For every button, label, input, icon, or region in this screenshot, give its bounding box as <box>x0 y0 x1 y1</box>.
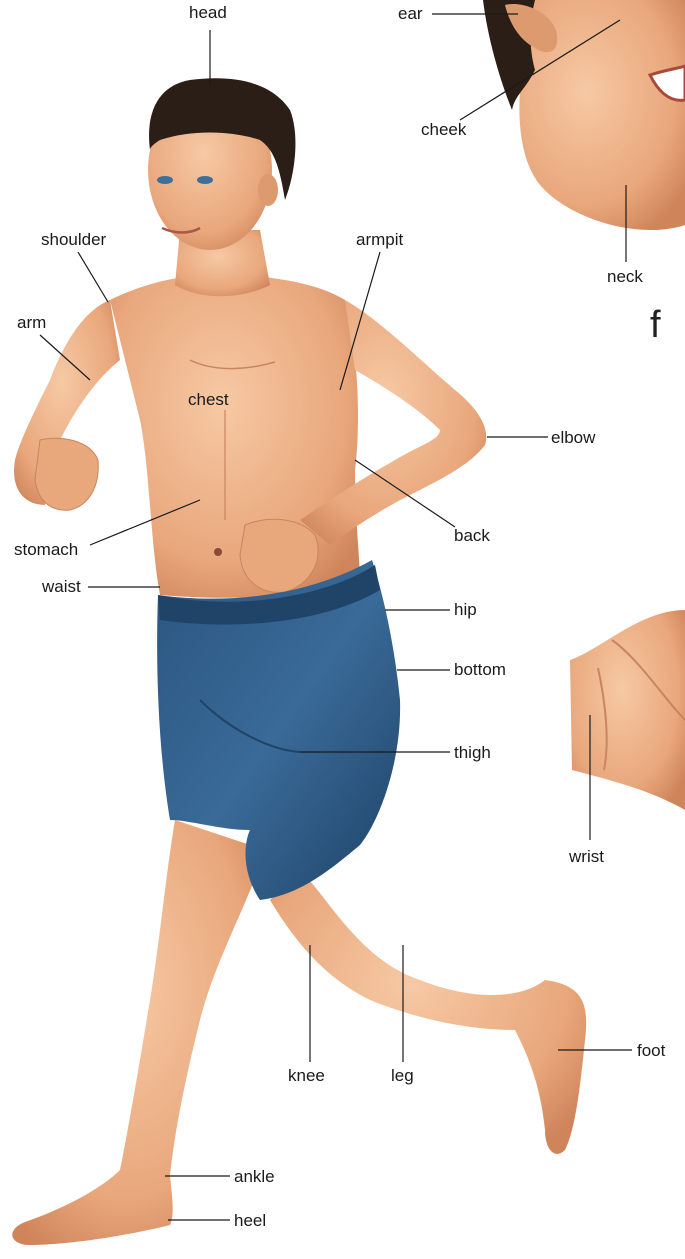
label-cheek: cheek <box>421 120 466 140</box>
label-wrist: wrist <box>569 847 604 867</box>
label-stomach: stomach <box>14 540 78 560</box>
label-shoulder: shoulder <box>41 230 106 250</box>
leader-line-shoulder <box>78 252 108 302</box>
label-thigh: thigh <box>454 743 491 763</box>
label-bottom: bottom <box>454 660 506 680</box>
face-closeup <box>483 0 685 230</box>
label-foot: foot <box>637 1041 665 1061</box>
label-knee: knee <box>288 1066 325 1086</box>
label-head: head <box>189 3 227 23</box>
label-heel: heel <box>234 1211 266 1231</box>
label-ear: ear <box>398 4 423 24</box>
label-back: back <box>454 526 490 546</box>
label-hip: hip <box>454 600 477 620</box>
wrist-closeup <box>570 610 685 810</box>
cut-off-heading-letter: f <box>650 305 661 345</box>
label-arm: arm <box>17 313 46 333</box>
label-waist: waist <box>42 577 81 597</box>
label-chest: chest <box>188 390 229 410</box>
label-neck: neck <box>607 267 643 287</box>
label-ankle: ankle <box>234 1167 275 1187</box>
label-elbow: elbow <box>551 428 595 448</box>
label-armpit: armpit <box>356 230 403 250</box>
label-leg: leg <box>391 1066 414 1086</box>
